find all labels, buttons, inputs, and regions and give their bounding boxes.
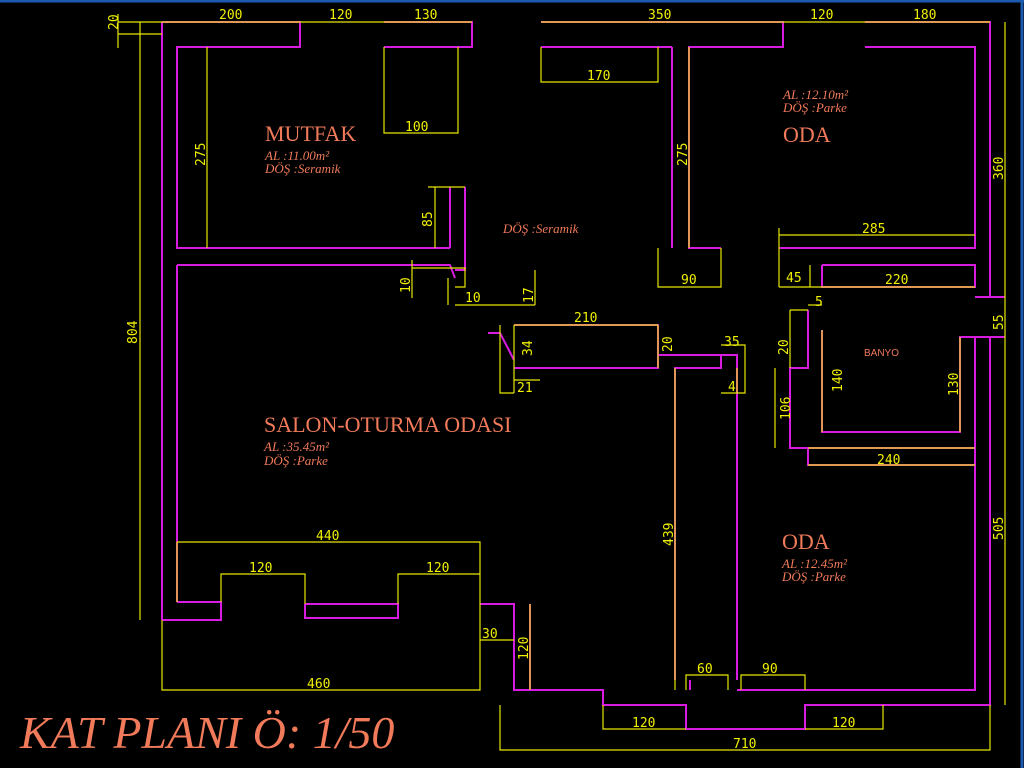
dim-710: 710 <box>733 737 756 752</box>
room-floor-salon: DÖŞ :Parke <box>263 453 328 468</box>
room-name-salon: SALON-OTURMA ODASI <box>264 412 512 437</box>
dim-90-bottom: 90 <box>762 662 778 677</box>
room-name-mutfak: MUTFAK <box>265 121 356 146</box>
dim-20-banyo: 20 <box>777 339 792 355</box>
dim-120-window-right: 120 <box>426 561 449 576</box>
dim-120-vertical: 120 <box>517 637 532 660</box>
dim-440: 440 <box>316 529 339 544</box>
dim-34: 34 <box>521 340 536 356</box>
dim-20-corridor: 20 <box>661 336 676 352</box>
dim-439: 439 <box>662 523 677 546</box>
room-floor-oda-2: DÖŞ :Parke <box>781 569 846 584</box>
dim-120-bottom-right: 120 <box>832 716 855 731</box>
dim-505: 505 <box>992 517 1007 540</box>
dim-460: 460 <box>307 677 330 692</box>
dim-30: 30 <box>482 627 498 642</box>
dim-5: 5 <box>815 295 823 310</box>
dim-130: 130 <box>947 373 962 396</box>
dim-10: 10 <box>465 291 481 306</box>
dim-106: 106 <box>779 397 794 420</box>
dim-285: 285 <box>862 222 885 237</box>
dim-210: 210 <box>574 311 597 326</box>
dim-804: 804 <box>126 320 141 344</box>
dim-275-left: 275 <box>194 143 209 166</box>
dim-21: 21 <box>517 381 533 396</box>
room-floor-hall: DÖŞ :Seramik <box>502 221 579 236</box>
dim-90: 90 <box>681 273 697 288</box>
plan-title: KAT PLANI Ö: 1/50 <box>19 707 394 758</box>
room-area-oda-1: AL :12.10m² <box>782 87 849 102</box>
dim-35: 35 <box>724 335 740 350</box>
dim-top-180: 180 <box>913 8 936 23</box>
dim-top-350: 350 <box>648 8 671 23</box>
room-area-salon: AL :35.45m² <box>263 439 330 454</box>
dim-120-bottom-left: 120 <box>632 716 655 731</box>
dim-top-200: 200 <box>219 8 242 23</box>
dim-top-130: 130 <box>414 8 437 23</box>
dim-top-120-right: 120 <box>810 8 833 23</box>
room-floor-oda-1: DÖŞ :Parke <box>782 100 847 115</box>
dim-100: 100 <box>405 120 428 135</box>
room-area-mutfak: AL :11.00m² <box>264 148 330 163</box>
dimension-labels: 20 200 120 130 350 120 180 170 100 275 2… <box>107 8 1007 752</box>
dim-120-window-left: 120 <box>249 561 272 576</box>
room-area-oda-2: AL :12.45m² <box>781 556 848 571</box>
dim-top-120: 120 <box>329 8 352 23</box>
dim-top-20: 20 <box>107 14 122 30</box>
dim-220: 220 <box>885 273 908 288</box>
dim-4: 4 <box>728 380 736 395</box>
room-name-oda-1: ODA <box>783 122 831 147</box>
room-name-oda-2: ODA <box>782 529 830 554</box>
room-floor-mutfak: DÖŞ :Seramik <box>264 161 341 176</box>
dim-140: 140 <box>831 369 846 392</box>
dim-85: 85 <box>421 211 436 227</box>
dim-275-right: 275 <box>676 143 691 166</box>
dim-10-vertical: 10 <box>399 277 414 293</box>
dim-170: 170 <box>587 69 610 84</box>
dim-240: 240 <box>877 453 900 468</box>
dim-60: 60 <box>697 662 713 677</box>
dim-45: 45 <box>786 271 802 286</box>
room-labels: MUTFAK AL :11.00m² DÖŞ :Seramik DÖŞ :Ser… <box>263 87 899 584</box>
dim-17: 17 <box>522 287 537 303</box>
dim-55: 55 <box>992 314 1007 330</box>
dim-360: 360 <box>992 157 1007 180</box>
room-name-banyo: BANYO <box>864 348 899 359</box>
dimension-lines <box>117 14 1006 751</box>
